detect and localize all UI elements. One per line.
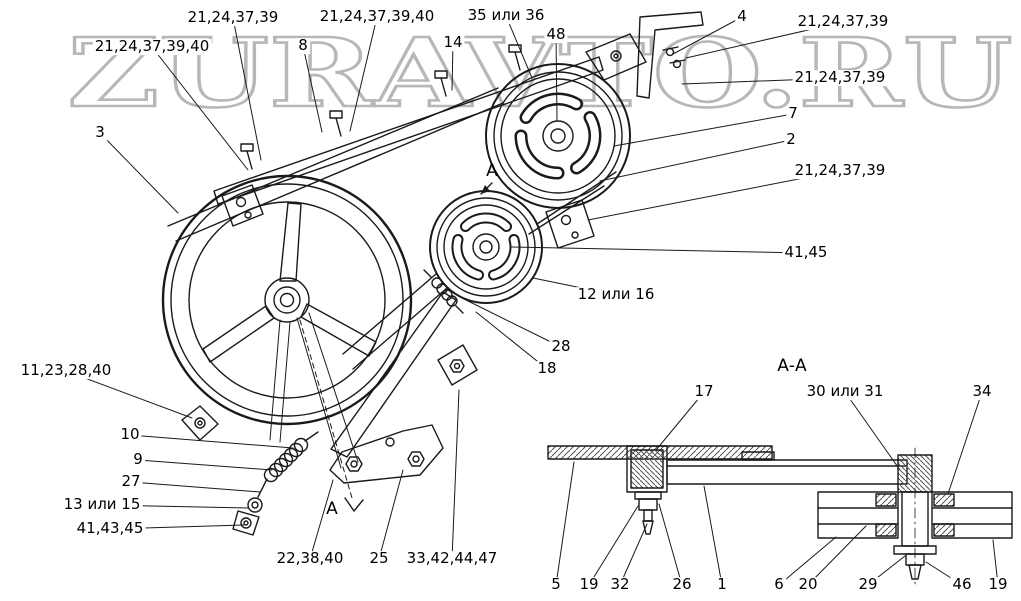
leader-line [378, 469, 404, 560]
tension-spring [232, 431, 319, 536]
part-callout: 35 или 36 [465, 6, 547, 25]
part-callout: 17 [692, 382, 716, 401]
leader-line [807, 525, 867, 586]
pulley-mount-bracket [545, 199, 595, 249]
leader-line [129, 434, 294, 449]
adjuster-spring [423, 269, 464, 314]
leader-line [151, 46, 249, 171]
section-title: А-А [777, 356, 807, 377]
bracket-plate [329, 424, 444, 484]
part-callout: 21,24,37,39 [792, 68, 888, 87]
tension-pulley [429, 190, 543, 304]
leader-line [672, 16, 743, 55]
view-arrow-label: A [486, 161, 498, 182]
leader-line [137, 459, 273, 471]
part-callout: 1 [715, 575, 729, 594]
leader-line [451, 389, 460, 560]
leader-line [587, 170, 841, 221]
leader-line [505, 15, 533, 79]
part-callout: 21,24,37,39 [795, 12, 891, 31]
part-callout: 46 [950, 575, 974, 594]
part-callout: 27 [119, 472, 143, 491]
part-callout: 19 [986, 575, 1010, 594]
leader-line [349, 16, 378, 132]
leader-line [302, 45, 323, 133]
leader-line [511, 246, 807, 254]
part-callout: 41,43,45 [74, 519, 146, 538]
leader-line [309, 479, 334, 560]
part-callout: 20 [796, 575, 820, 594]
part-callout: 29 [856, 575, 880, 594]
leader-line [947, 391, 983, 495]
support-arm [269, 312, 359, 499]
part-callout: 33,42,44,47 [404, 549, 500, 568]
part-callout: 48 [544, 25, 568, 44]
part-callout: 8 [296, 36, 310, 55]
part-callout: 21,24,37,39,40 [92, 37, 212, 56]
view-mark [344, 497, 364, 512]
leader-line [619, 523, 648, 586]
leader-line [655, 391, 705, 451]
leader-line [555, 34, 558, 121]
part-callout: 21,24,37,39,40 [317, 7, 437, 26]
leader-line [232, 17, 262, 161]
leader-line [475, 311, 548, 370]
leader-line [844, 391, 901, 471]
part-callout: 9 [131, 450, 145, 469]
leader-line [461, 297, 562, 348]
part-callout: 13 или 15 [61, 495, 143, 514]
section-view [547, 445, 1013, 589]
view-arrow-label: A [326, 499, 338, 520]
part-callout: 6 [772, 575, 786, 594]
part-callout: 11,23,28,40 [18, 361, 114, 380]
leader-line [99, 132, 179, 214]
part-callout: 22,38,40 [274, 549, 346, 568]
part-callout: 5 [549, 575, 563, 594]
part-callout: 21,24,37,39 [792, 161, 888, 180]
mount-bracket [181, 405, 219, 441]
leader-line [130, 481, 261, 493]
mounting-strap [213, 44, 604, 205]
part-callout: 14 [441, 33, 465, 52]
leader-line [703, 485, 723, 586]
part-callout: 30 или 31 [804, 382, 886, 401]
leader-line [555, 461, 575, 586]
part-callout: 2 [784, 130, 798, 149]
part-callout: 4 [735, 7, 749, 26]
support-bracket [636, 11, 704, 99]
part-callout: 34 [970, 382, 994, 401]
part-callout: 3 [93, 123, 107, 142]
part-callout: 26 [670, 575, 694, 594]
part-callout: 18 [535, 359, 559, 378]
leader-line [588, 505, 639, 586]
part-callout: 41,45 [782, 243, 830, 262]
view-arrow [480, 182, 493, 195]
part-callout: 10 [118, 425, 142, 444]
leader-line [599, 139, 792, 182]
part-callout: 19 [577, 575, 601, 594]
part-callout: 28 [549, 337, 573, 356]
part-callout: 32 [608, 575, 632, 594]
upper-pulley [485, 63, 631, 209]
leader-line [778, 536, 837, 586]
wheel-bracket [221, 184, 264, 227]
part-callout: 7 [786, 104, 800, 123]
part-callout: 12 или 16 [575, 285, 657, 304]
pulley-bracket [585, 33, 647, 81]
part-callout: 21,24,37,39 [185, 8, 281, 27]
leader-line [658, 503, 683, 586]
tension-arm [330, 291, 478, 458]
part-callout: 25 [367, 549, 391, 568]
leader-line [613, 113, 794, 147]
